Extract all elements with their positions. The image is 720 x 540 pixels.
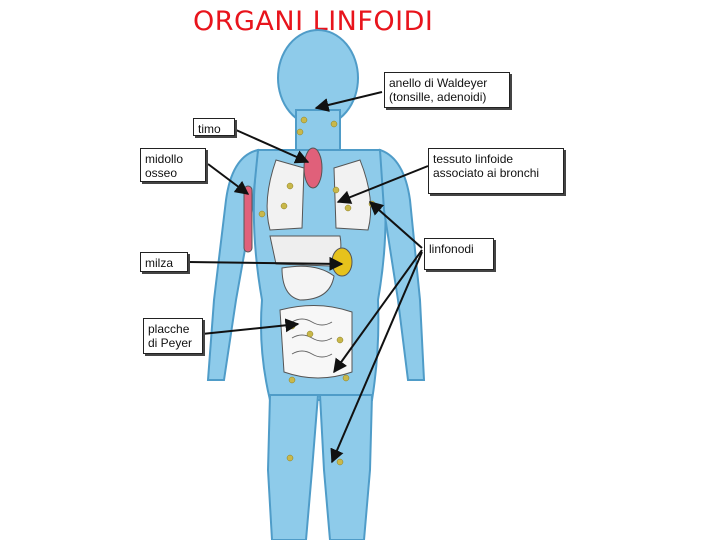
right-arm	[378, 148, 426, 381]
bone-marrow	[243, 185, 253, 253]
neck	[295, 109, 341, 151]
lymph-node	[296, 128, 304, 136]
label-bronchi: tessuto linfoide associato ai bronchi	[428, 148, 564, 194]
lymph-node	[332, 186, 340, 194]
lymph-node	[342, 374, 350, 382]
thymus	[303, 147, 323, 189]
lymph-node	[288, 376, 296, 384]
lymph-node	[300, 116, 308, 124]
arrow-milza	[187, 256, 344, 271]
arrow-timo	[235, 129, 310, 164]
right-leg	[318, 394, 374, 540]
arrow-peyer	[201, 318, 300, 335]
arrow-linfonodi-3	[330, 251, 423, 464]
label-milza: milza	[140, 252, 188, 272]
lymph-node	[286, 454, 294, 462]
lymph-node	[336, 336, 344, 344]
arrow-bronchi	[336, 165, 429, 204]
stomach	[281, 265, 335, 301]
left-leg	[266, 394, 320, 540]
lymph-node	[286, 182, 294, 190]
arrow-midollo	[207, 163, 250, 195]
lymph-node	[280, 202, 288, 210]
label-timo: timo	[193, 118, 235, 136]
lymph-node	[258, 210, 266, 218]
arrow-linfonodi-2	[333, 249, 423, 374]
left-arm	[206, 148, 260, 381]
pointer-arrows	[187, 91, 429, 464]
label-waldeyer: anello di Waldeyer (tonsille, adenoidi)	[384, 72, 510, 108]
label-linfonodi: linfonodi	[424, 238, 494, 270]
arrow-waldeyer	[314, 91, 383, 112]
lymph-node	[344, 204, 352, 212]
arrow-linfonodi-1	[368, 201, 423, 249]
left-lung	[266, 159, 305, 231]
label-placche-peyer: placche di Peyer	[143, 318, 203, 354]
lymph-node	[336, 458, 344, 466]
lymph-node	[306, 330, 314, 338]
spleen	[331, 247, 353, 277]
label-midollo-osseo: midollo osseo	[140, 148, 206, 182]
liver	[269, 235, 342, 267]
lymph-node	[330, 120, 338, 128]
